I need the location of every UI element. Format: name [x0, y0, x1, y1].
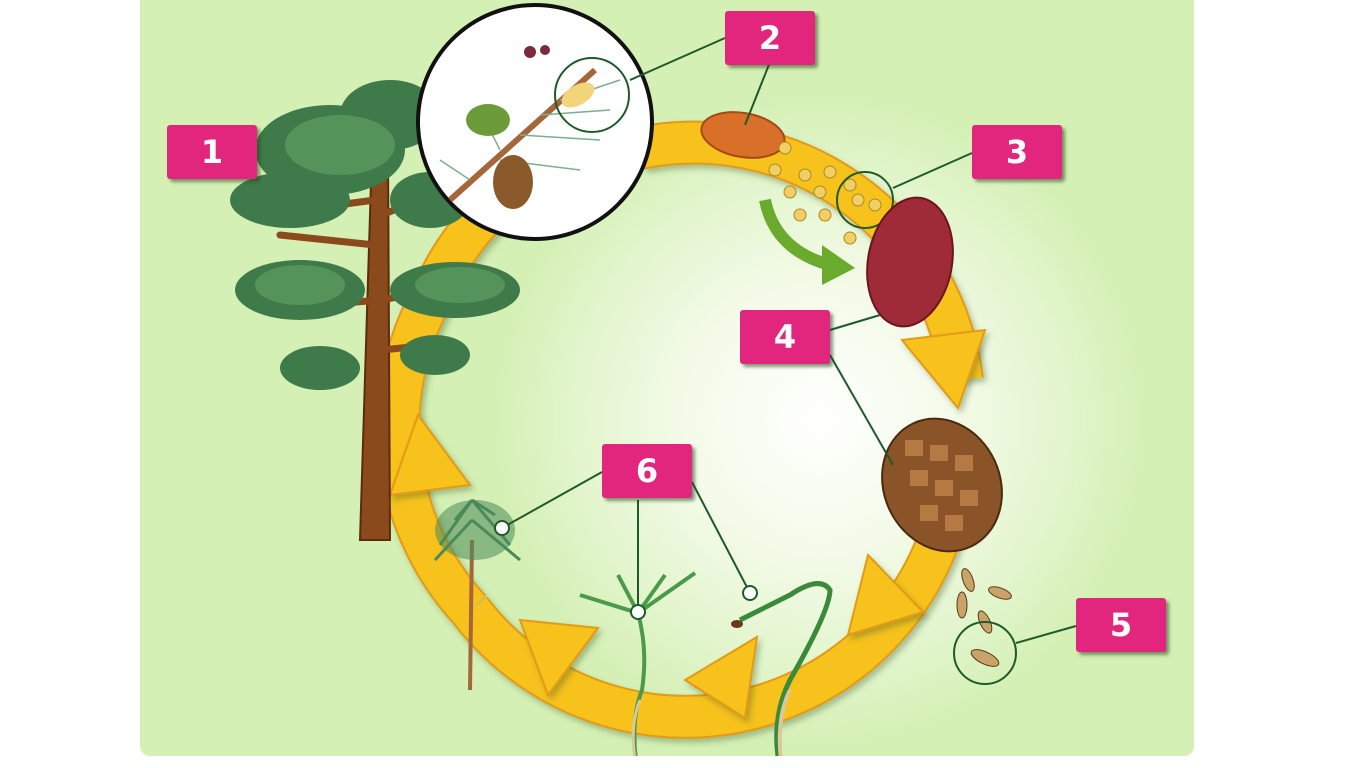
label-4-text: 4	[773, 318, 797, 356]
label-3-text: 3	[1005, 133, 1029, 171]
pollen-highlight-circle	[836, 171, 894, 229]
mature-seed-cone	[881, 417, 1003, 553]
female-cone	[866, 196, 954, 328]
arrowhead-bottom	[683, 635, 759, 720]
pine-life-cycle-diagram	[140, 0, 1194, 756]
pollen-grains	[768, 141, 882, 245]
seedling	[579, 571, 697, 756]
arrowhead-lower-right	[846, 553, 925, 637]
arrowhead-right-down	[900, 328, 987, 411]
arrowhead-bottom-left	[518, 618, 600, 698]
cycle-arrowheads	[388, 328, 987, 720]
pollination-arrow	[759, 198, 855, 285]
label-6-seedlings[interactable]: 6	[602, 444, 692, 498]
sapling	[433, 498, 521, 691]
seed-highlight-circle	[953, 621, 1017, 685]
falling-seeds	[956, 568, 1012, 667]
label-2-pollen-cone[interactable]: 2	[725, 11, 815, 65]
arrowhead-left-up	[388, 412, 472, 497]
label-5-text: 5	[1109, 606, 1133, 644]
label-4-female-cone[interactable]: 4	[740, 310, 830, 364]
label-2-text: 2	[758, 19, 782, 57]
label-5-seed[interactable]: 5	[1076, 598, 1166, 652]
leader-lines	[501, 37, 1077, 644]
label-3-pollen[interactable]: 3	[972, 125, 1062, 179]
label-6-text: 6	[635, 452, 659, 490]
leader-endpoints	[494, 520, 758, 620]
label-1-mature-tree[interactable]: 1	[167, 125, 257, 179]
germinating-seed	[731, 581, 833, 756]
label-1-text: 1	[200, 133, 224, 171]
branch-closeup	[416, 3, 654, 241]
